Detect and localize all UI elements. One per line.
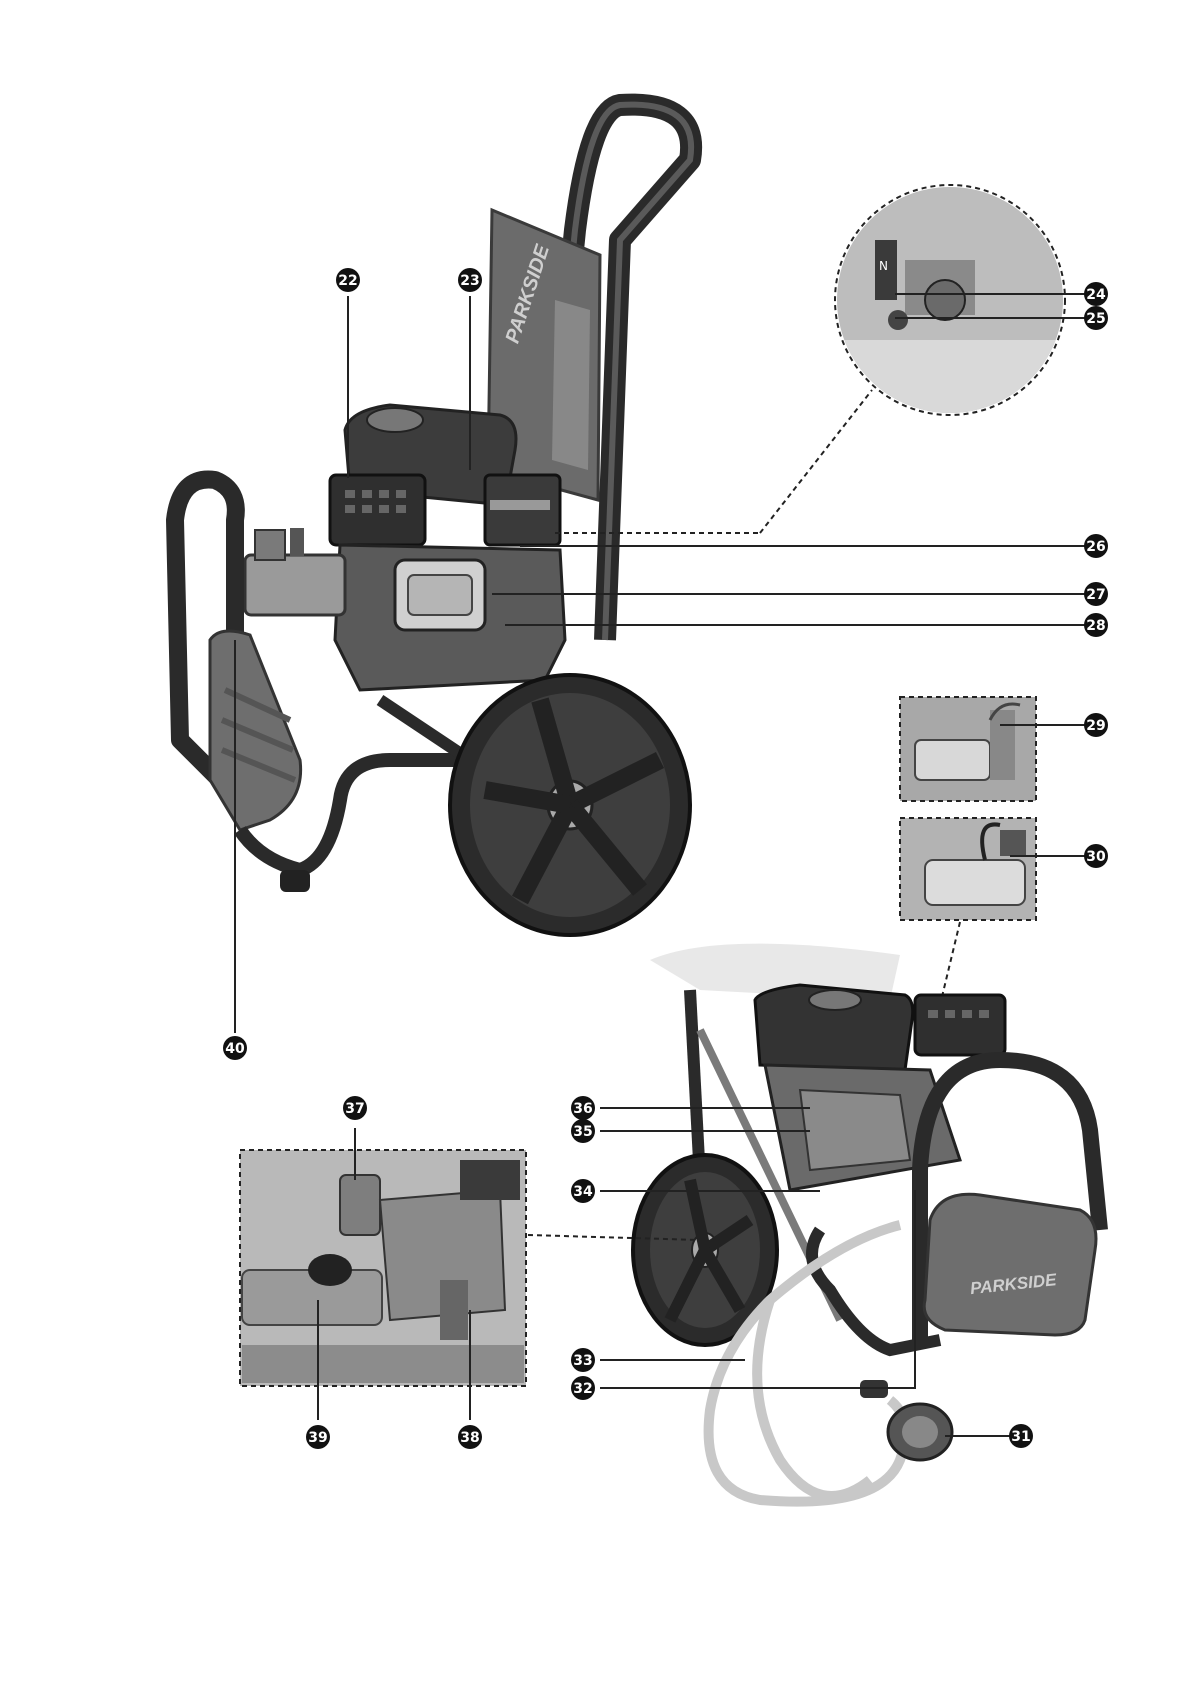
callout-35: 35	[571, 1119, 595, 1143]
svg-text:33: 33	[573, 1353, 592, 1369]
svg-text:29: 29	[1086, 718, 1105, 734]
svg-text:23: 23	[460, 273, 479, 289]
air-filter-box	[330, 475, 425, 545]
svg-text:36: 36	[573, 1101, 592, 1117]
pump	[245, 555, 345, 615]
callout-22: 22	[336, 268, 360, 292]
svg-text:39: 39	[308, 1430, 327, 1446]
svg-text:24: 24	[1086, 287, 1106, 303]
callout-25: 25	[1084, 306, 1108, 330]
detail-pump-closeup	[240, 1150, 526, 1386]
callout-33: 33	[571, 1348, 595, 1372]
svg-text:37: 37	[345, 1101, 364, 1117]
callout-29: 29	[1084, 713, 1108, 737]
svg-text:25: 25	[1086, 311, 1105, 327]
hose-reel-box	[210, 631, 301, 830]
main-pressure-washer: PARKSIDE	[175, 105, 691, 935]
svg-text:40: 40	[225, 1041, 245, 1057]
svg-text:35: 35	[573, 1124, 592, 1140]
rear-handle	[690, 990, 700, 1180]
callout-36: 36	[571, 1096, 595, 1120]
callout-32: 32	[571, 1376, 595, 1400]
svg-text:22: 22	[338, 273, 357, 289]
rear-view-pressure-washer: PARKSIDE	[633, 944, 1100, 1502]
callout-38: 38	[458, 1425, 482, 1449]
svg-text:38: 38	[460, 1430, 479, 1446]
callout-28: 28	[1084, 613, 1108, 637]
svg-text:34: 34	[573, 1184, 593, 1200]
detail-choke-lever: N	[835, 185, 1065, 415]
svg-text:N: N	[879, 259, 888, 273]
callout-31: 31	[1009, 1424, 1033, 1448]
water-filter	[888, 1404, 952, 1460]
foot-stand	[280, 870, 310, 892]
svg-text:26: 26	[1086, 539, 1105, 555]
svg-text:27: 27	[1086, 587, 1105, 603]
callout-27: 27	[1084, 582, 1108, 606]
callout-24: 24	[1084, 282, 1108, 306]
detail-pump-outlet	[900, 818, 1036, 920]
hose-box-rear	[924, 1194, 1096, 1335]
callout-30: 30	[1084, 844, 1108, 868]
svg-text:32: 32	[573, 1381, 592, 1397]
callout-37: 37	[343, 1096, 367, 1120]
detail-pump-inlet	[900, 697, 1036, 801]
svg-text:31: 31	[1011, 1429, 1030, 1445]
main-wheel	[450, 675, 690, 935]
detail-leader-line	[760, 390, 872, 533]
fuel-cap	[367, 408, 423, 432]
callout-40: 40	[223, 1036, 247, 1060]
callout-39: 39	[306, 1425, 330, 1449]
svg-text:28: 28	[1086, 618, 1105, 634]
callout-26: 26	[1084, 534, 1108, 558]
svg-text:30: 30	[1086, 849, 1106, 865]
callout-23: 23	[458, 268, 482, 292]
callout-34: 34	[571, 1179, 595, 1203]
